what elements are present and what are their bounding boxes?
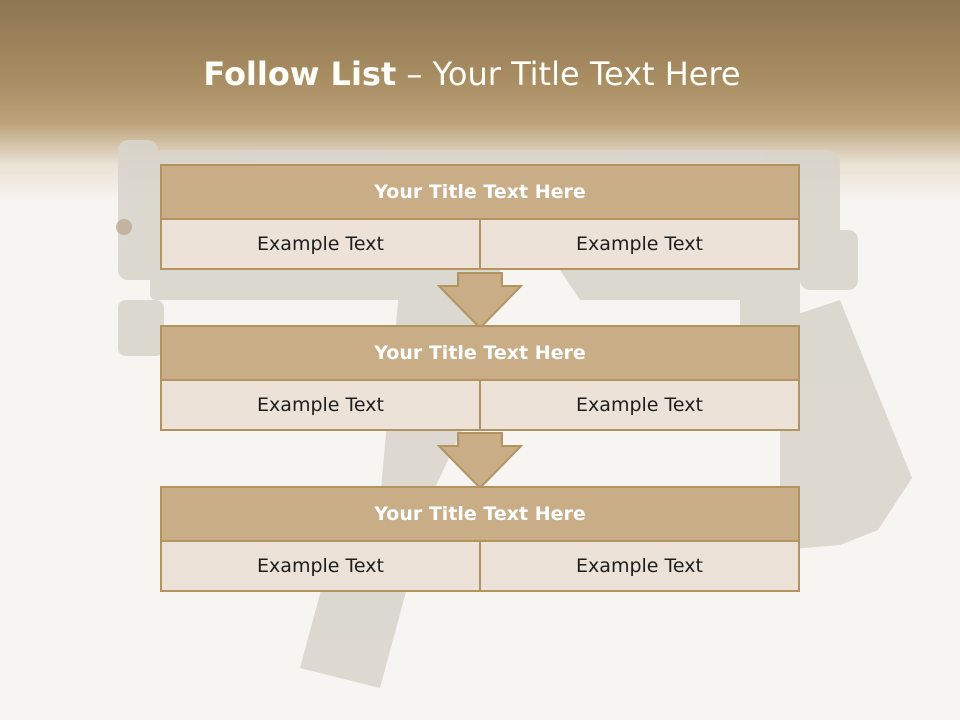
down-arrow-icon [437, 432, 523, 490]
block-cell-left: Example Text [257, 555, 384, 577]
list-block-3: Your Title Text Here Example Text Exampl… [160, 486, 800, 592]
block-title: Your Title Text Here [160, 325, 800, 381]
slide-title: Follow List – Your Title Text Here [0, 55, 944, 93]
block-title: Your Title Text Here [160, 164, 800, 220]
list-block-1: Your Title Text Here Example Text Exampl… [160, 164, 800, 270]
title-bold: Follow List [203, 55, 397, 93]
block-row: Example Text Example Text [160, 542, 800, 592]
list-block-2: Your Title Text Here Example Text Exampl… [160, 325, 800, 431]
block-row: Example Text Example Text [160, 381, 800, 431]
block-row: Example Text Example Text [160, 220, 800, 270]
block-cell-right: Example Text [479, 220, 798, 268]
block-cell-left: Example Text [257, 233, 384, 255]
down-arrow-icon [437, 272, 523, 330]
block-cell-left: Example Text [257, 394, 384, 416]
block-title: Your Title Text Here [160, 486, 800, 542]
title-rest: – Your Title Text Here [406, 55, 741, 93]
block-cell-right: Example Text [479, 381, 798, 429]
block-cell-right: Example Text [479, 542, 798, 590]
